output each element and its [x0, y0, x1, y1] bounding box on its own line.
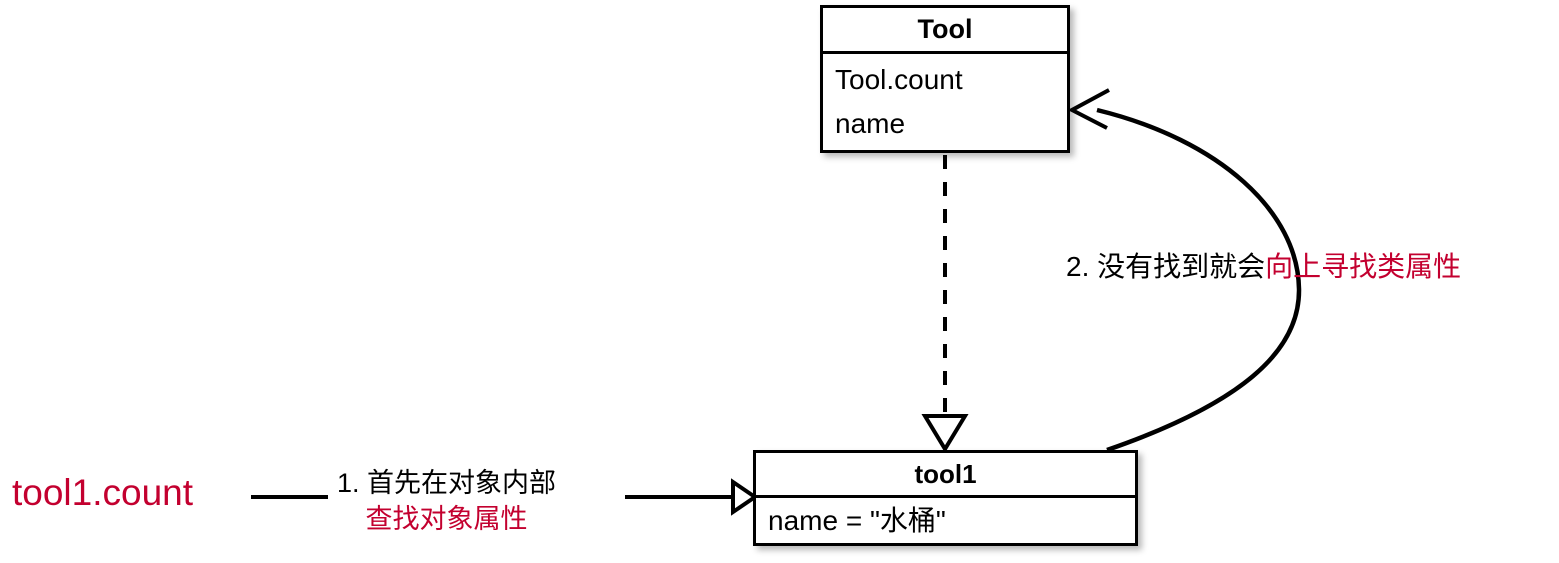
expression-label: tool1.count: [12, 472, 194, 513]
instance-attribute: name = "水桶": [768, 504, 946, 536]
step-2-label-red: 向上寻找类属性: [1265, 251, 1462, 282]
class-attribute: name: [835, 108, 906, 139]
lookup-arrowhead-icon: [1067, 88, 1110, 130]
instance-of-arrowhead-icon: [921, 414, 969, 453]
class-box-tool-title: Tool: [823, 8, 1067, 54]
step-1-label-black: 1. 首先在对象内部: [337, 468, 557, 498]
instance-box-tool1-title: tool1: [756, 453, 1135, 498]
step1-arrowhead-icon: [731, 478, 759, 516]
class-attribute: Tool.count: [835, 64, 963, 95]
class-box-tool-attributes: Tool.count name: [823, 54, 1067, 150]
step-2-label-black: 2. 没有找到就会: [1066, 251, 1266, 282]
class-box-tool[interactable]: Tool Tool.count name: [820, 5, 1070, 153]
step-2-label: 2. 没有找到就会向上寻找类属性: [1066, 253, 1461, 281]
instance-box-tool1[interactable]: tool1 name = "水桶": [753, 450, 1138, 546]
step-1-label-red: 查找对象属性: [365, 503, 528, 534]
step-1-label: 1. 首先在对象内部 查找对象属性: [337, 466, 556, 537]
instance-box-tool1-attributes: name = "水桶": [756, 498, 1135, 543]
